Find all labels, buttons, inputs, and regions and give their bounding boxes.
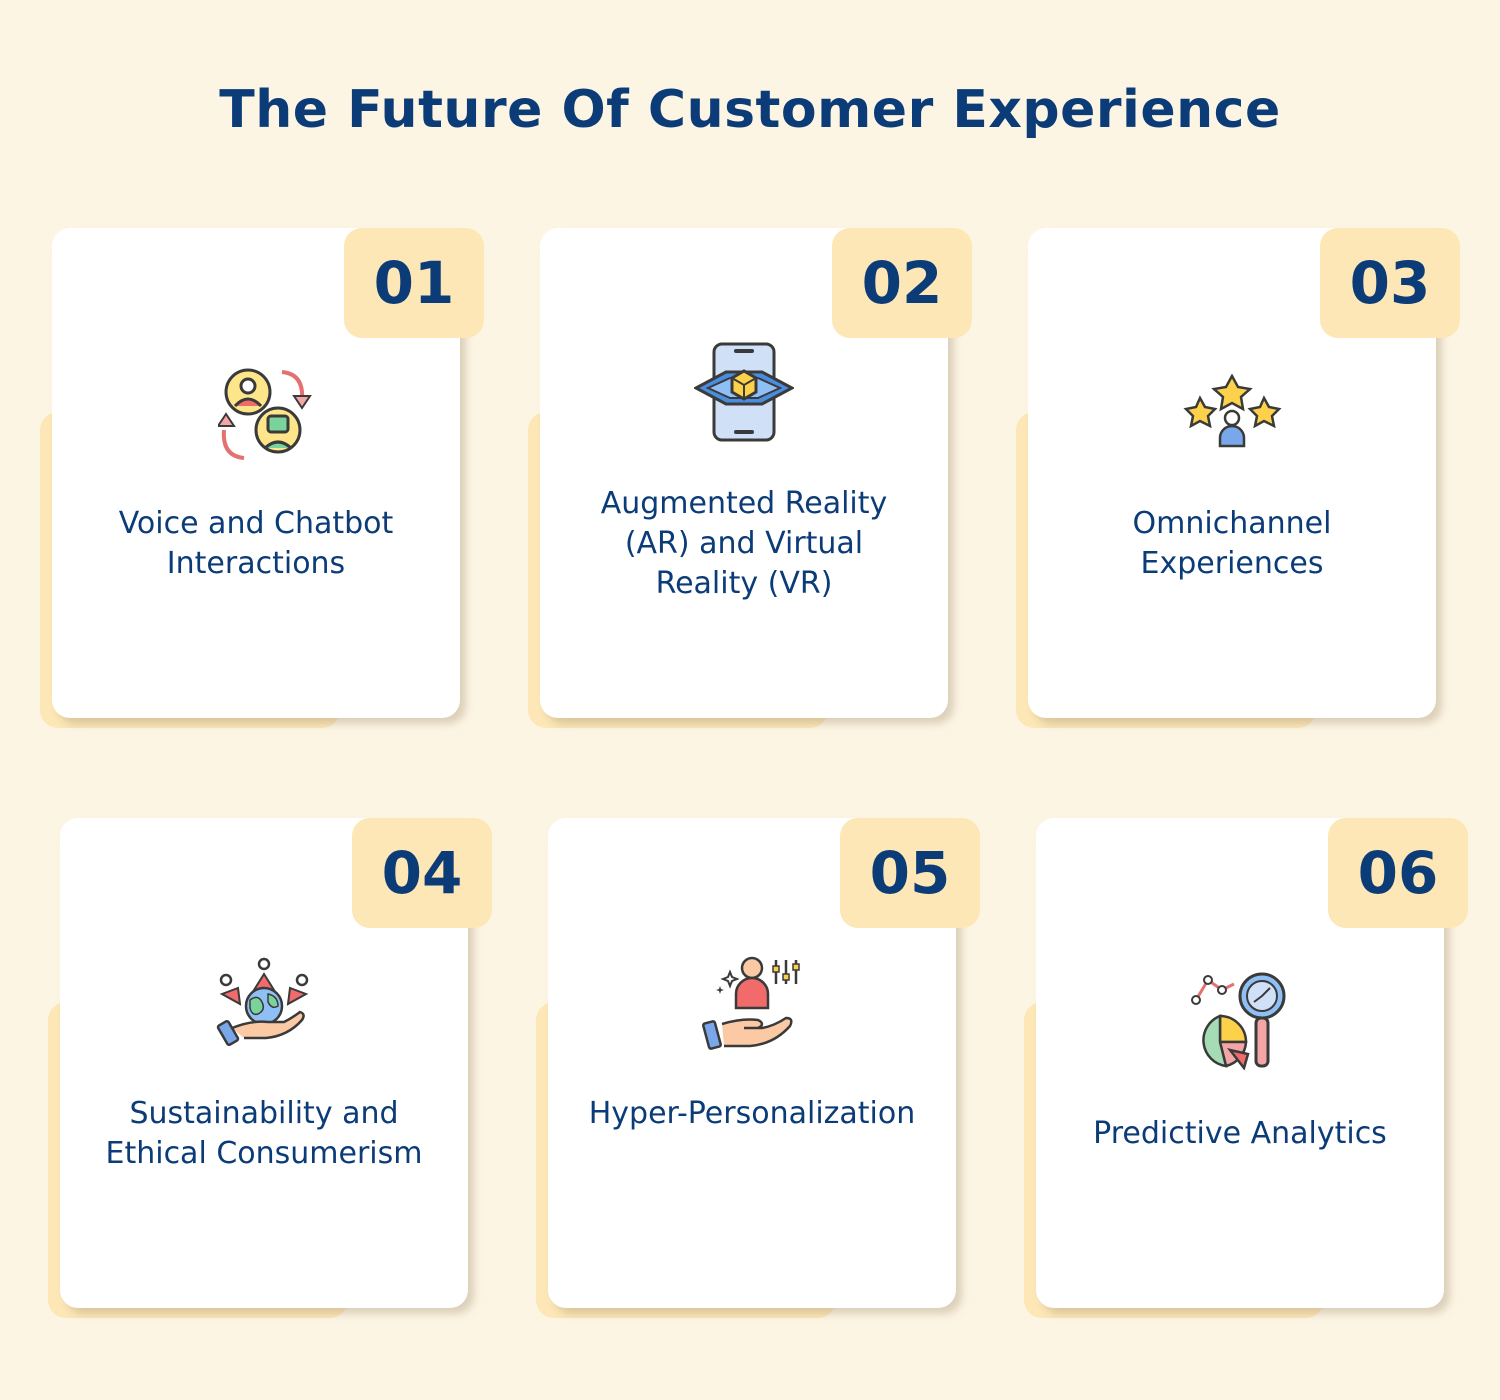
ar-phone-icon — [692, 342, 796, 442]
card-number: 02 — [832, 228, 972, 338]
card-number: 01 — [344, 228, 484, 338]
card-label: Augmented Reality (AR) and Virtual Reali… — [600, 486, 888, 601]
card-label: Voice and Chatbot Interactions — [118, 506, 394, 581]
chatbot-conversation-icon — [216, 364, 318, 464]
card-number: 03 — [1320, 228, 1460, 338]
card-03: 03 Omnichannel Experiences — [1016, 228, 1460, 728]
card-04: 04 Sustainability and Ethical Consumeris… — [48, 818, 492, 1318]
card-body: 01 Voice and Chatbot Interactions — [52, 228, 484, 718]
card-label: Omnichannel Experiences — [1132, 506, 1332, 581]
card-body: 02 Augmented Reality (AR) and Virtual Re… — [540, 228, 972, 718]
card-05: 05 Hyper-Personalization — [536, 818, 980, 1318]
globe-hand-icon — [214, 956, 314, 1056]
card-02: 02 Augmented Reality (AR) and Virtual Re… — [528, 228, 972, 728]
card-body: 06 Predictive Analytics — [1036, 818, 1468, 1308]
card-number: 04 — [352, 818, 492, 928]
personalization-hand-icon — [702, 954, 802, 1054]
card-01: 01 Voice and Chatbot Interactions — [40, 228, 484, 728]
analytics-magnifier-icon — [1190, 970, 1290, 1071]
card-label: Hyper-Personalization — [588, 1096, 916, 1131]
page-title: The Future Of Customer Experience — [219, 80, 1281, 140]
card-number: 05 — [840, 818, 980, 928]
card-number: 06 — [1328, 818, 1468, 928]
card-label: Predictive Analytics — [1093, 1116, 1387, 1151]
customer-rating-icon — [1182, 373, 1282, 474]
card-body: 03 Omnichannel Experiences — [1028, 228, 1460, 718]
card-body: 05 Hyper-Personalization — [548, 818, 980, 1308]
card-label: Sustainability and Ethical Consumerism — [105, 1096, 423, 1171]
card-body: 04 Sustainability and Ethical Consumeris… — [60, 818, 492, 1308]
card-06: 06 Predictive Analytics — [1024, 818, 1468, 1318]
